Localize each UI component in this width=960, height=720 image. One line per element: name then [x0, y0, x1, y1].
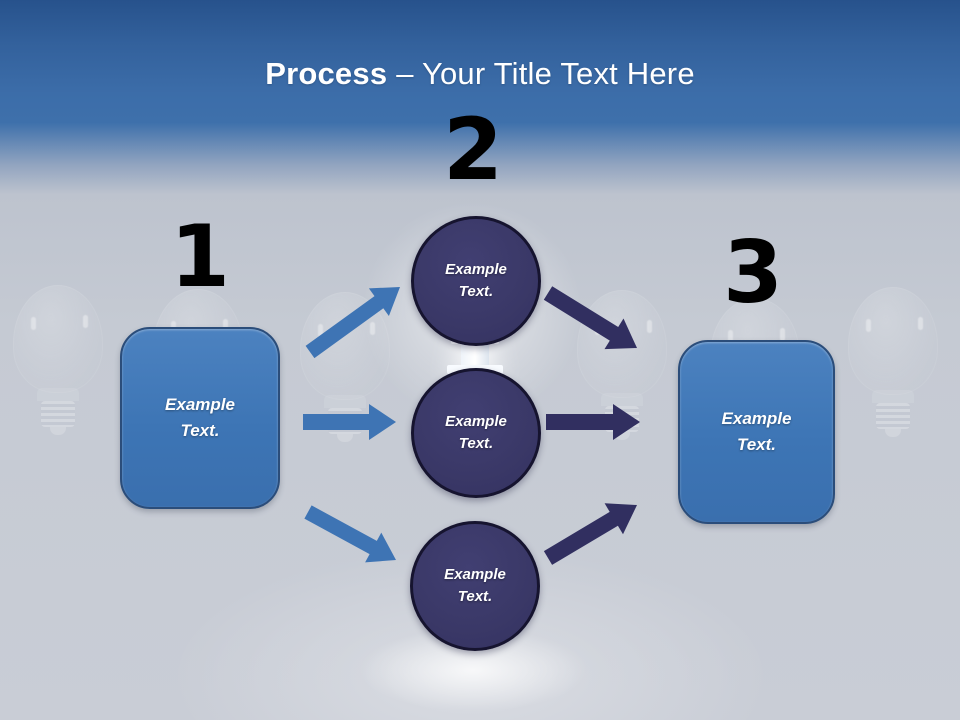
- step-2-circle-middle-label: Example Text.: [445, 412, 507, 453]
- step-1-number: 1: [170, 207, 230, 307]
- arrow-step1-to-middle-circle: [303, 404, 396, 440]
- step-2-circle-middle: Example Text.: [411, 368, 541, 498]
- step-1-box-label: Example Text.: [165, 394, 235, 440]
- slide-title: Process– Your Title Text Here: [0, 52, 960, 96]
- light-bulb-image: [13, 285, 103, 435]
- slide-title-emphasis: Process: [265, 56, 388, 91]
- arrow-step1-to-top-circle: [305, 287, 400, 359]
- step-3-box: Example Text.: [678, 340, 835, 524]
- step-3-box-label: Example Text.: [721, 408, 792, 454]
- step-3-number: 3: [723, 223, 783, 323]
- step-2-number: 2: [443, 100, 503, 200]
- step-2-circle-top: Example Text.: [411, 216, 541, 346]
- step-2-circle-bottom: Example Text.: [410, 521, 540, 651]
- step-1-box: Example Text.: [120, 327, 280, 509]
- step-2-circle-top-label: Example Text.: [445, 260, 507, 301]
- step-2-circle-bottom-label: Example Text.: [444, 565, 506, 606]
- arrow-bottom-circle-to-step3: [543, 503, 637, 565]
- slide-title-remainder: – Your Title Text Here: [396, 56, 695, 91]
- arrow-step1-to-bottom-circle: [304, 505, 396, 563]
- arrow-middle-circle-to-step3: [546, 404, 640, 440]
- arrow-top-circle-to-step3: [543, 286, 637, 350]
- light-bulb-image: [848, 287, 938, 437]
